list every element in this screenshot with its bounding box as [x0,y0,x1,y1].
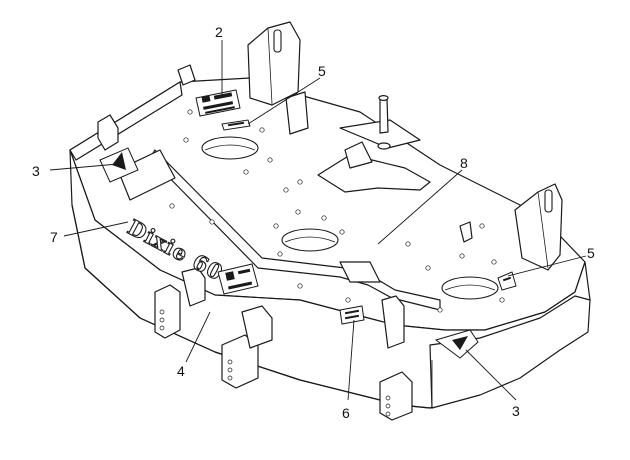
front-bracket-1 [154,284,181,339]
callout-2-top: 2 [215,24,223,40]
front-bracket-6 [381,295,405,349]
callout-6: 6 [342,405,350,421]
callout-8: 8 [460,155,468,171]
blade-port-right [441,276,499,300]
blade-port-left [201,136,259,160]
rear-bracket-left [97,114,119,151]
decal-2-warning [195,89,241,117]
front-bracket-5 [379,371,413,421]
upright-bracket-tab [285,91,309,135]
rear-bracket-mid [177,64,196,86]
baffle-flap [339,261,381,283]
callout-4: 4 [177,363,185,379]
anti-scalp-post [379,97,389,134]
callout-5-top: 5 [318,63,326,79]
decal-5-small-right [497,271,517,291]
decal-6-label [339,305,365,325]
left-back-wall [69,81,183,161]
front-bracket-2 [181,267,206,307]
front-bracket-4 [241,305,273,349]
callout-5-right: 5 [587,245,595,261]
decal-4-warning [217,263,259,295]
deck-bolt-holes [169,105,505,313]
callout-3-right: 3 [512,403,520,419]
upright-bracket-rear [247,21,301,106]
chute-mount [339,119,421,149]
front-bracket-3 [221,334,259,389]
blade-port-center [281,228,339,252]
callout-7: 7 [50,229,58,245]
decal-5-small-top [221,119,251,131]
left-chute [117,149,176,201]
front-bracket-holes [159,309,391,417]
right-small-clip [459,221,473,243]
leader-lines [49,40,587,401]
decal-3-triangle-left [99,147,139,183]
callout-3-left: 3 [32,163,40,179]
right-skirt-panel [429,295,591,409]
